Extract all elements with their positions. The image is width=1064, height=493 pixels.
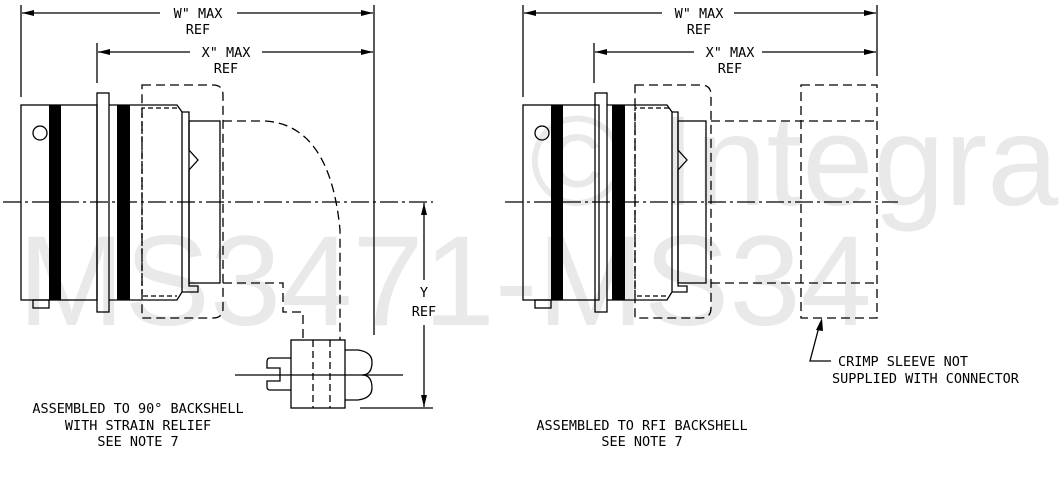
dim-w-ref: REF bbox=[186, 22, 210, 38]
dim-x-label: X" MAX bbox=[706, 45, 755, 61]
dim-x-ref: REF bbox=[718, 61, 742, 77]
left-view-90-backshell: W" MAX REF X" MAX REF Y REF ASSEMBLED TO… bbox=[3, 5, 436, 450]
caption-line-1: ASSEMBLED TO RFI BACKSHELL bbox=[536, 418, 747, 434]
callout-line-2: SUPPLIED WITH CONNECTOR bbox=[832, 371, 1020, 387]
hole-icon bbox=[32, 125, 48, 141]
caption-line-1: ASSEMBLED TO 90° BACKSHELL bbox=[32, 401, 243, 417]
dim-y-ref: REF bbox=[412, 304, 436, 320]
dim-w-label: W" MAX bbox=[174, 6, 223, 22]
hole-icon bbox=[534, 125, 550, 141]
watermark: © Integral MS3471-MS34 bbox=[18, 90, 1064, 353]
screw-head-icon bbox=[266, 357, 291, 391]
dim-x-ref: REF bbox=[214, 61, 238, 77]
strain-relief-clamp bbox=[235, 339, 403, 409]
elbow-outline bbox=[223, 120, 341, 340]
coupling-nut-outline bbox=[141, 84, 224, 319]
callout-line-1: CRIMP SLEEVE NOT bbox=[838, 354, 968, 370]
watermark-line2: MS3471-MS34 bbox=[18, 210, 872, 353]
leader-line bbox=[809, 322, 831, 362]
leader-arrow-icon bbox=[816, 318, 823, 331]
caption-line-2: WITH STRAIN RELIEF bbox=[65, 418, 211, 434]
dim-x-label: X" MAX bbox=[202, 45, 251, 61]
dim-w-ref: REF bbox=[687, 22, 711, 38]
right-view-rfi-backshell: W" MAX REF X" MAX REF CRIMP SLEEVE NOT S… bbox=[505, 5, 1020, 450]
caption-line-2: SEE NOTE 7 bbox=[601, 434, 682, 450]
caption-line-3: SEE NOTE 7 bbox=[97, 434, 178, 450]
dim-w-label: W" MAX bbox=[675, 6, 724, 22]
coupling-nut-outline bbox=[634, 84, 712, 319]
dim-y-label: Y bbox=[420, 285, 428, 301]
